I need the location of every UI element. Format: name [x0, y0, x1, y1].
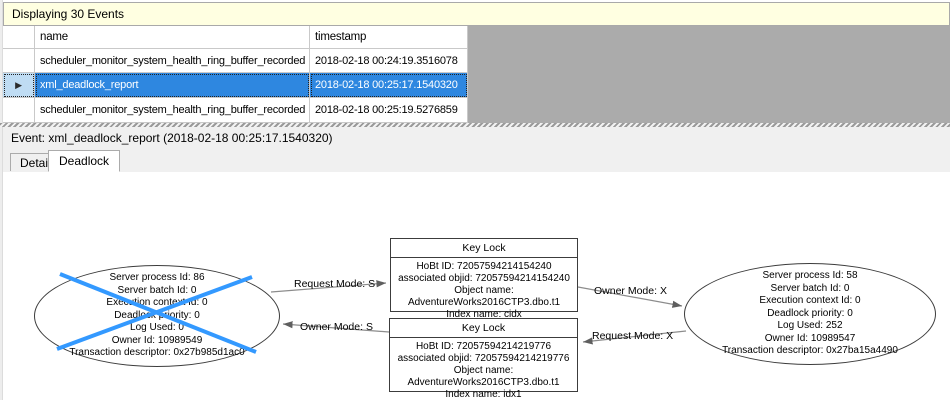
tab-deadlock[interactable]: Deadlock: [48, 150, 121, 172]
displaying-events-banner: Displaying 30 Events: [3, 2, 950, 26]
events-grid: name timestamp scheduler_monitor_system_…: [3, 26, 950, 123]
process-line: Server batch Id: 0: [117, 284, 197, 296]
process-line: Owner Id: 10989547: [764, 332, 856, 344]
edge-label-request-mode-s: Request Mode: S: [294, 278, 376, 290]
resource-line: Index name: cidx: [446, 309, 522, 320]
resource-line: Index name: idx1: [445, 389, 522, 400]
resource-node-keylock-top: Key Lock HoBt ID: 72057594214154240 asso…: [390, 238, 578, 320]
grid-empty-area: [468, 49, 950, 73]
process-line: Transaction descriptor: 0x27ba15a4490: [722, 345, 898, 357]
process-line: Server batch Id: 0: [770, 282, 850, 294]
process-line: Execution context Id: 0: [106, 297, 208, 309]
resource-line: Object name: AdventureWorks2016CTP3.dbo.…: [407, 285, 561, 308]
event-summary-text: Event: xml_deadlock_report (2018-02-18 0…: [11, 130, 333, 145]
edge-label-owner-mode-x: Owner Mode: X: [594, 285, 667, 297]
grid-empty-area: [468, 26, 950, 49]
process-line: Owner Id: 10989549: [111, 334, 203, 346]
process-line: Server process Id: 86: [109, 272, 205, 284]
resource-node-keylock-bottom: Key Lock HoBt ID: 72057594214219776 asso…: [389, 318, 578, 400]
grid-empty-area: [468, 73, 950, 98]
resource-line: associated objid: 72057594214154240: [398, 273, 570, 284]
selected-row-indicator-icon: ▶: [15, 79, 22, 90]
process-line: Log Used: 0: [130, 322, 184, 334]
process-line: Log Used: 252: [777, 320, 843, 332]
edge-label-request-mode-x: Request Mode: X: [592, 330, 674, 342]
process-line: Deadlock priority: 0: [114, 309, 200, 321]
keylock-title: Key Lock: [391, 239, 577, 258]
tab-strip: Details Deadlock: [3, 148, 950, 172]
row-marker[interactable]: [3, 98, 35, 123]
table-cell-timestamp[interactable]: 2018-02-18 00:25:19.5276859: [310, 98, 468, 123]
table-cell-name[interactable]: scheduler_monitor_system_health_ring_buf…: [35, 49, 310, 73]
table-cell-timestamp[interactable]: 2018-02-18 00:24:19.3516078: [310, 49, 468, 73]
grid-empty-area: [468, 98, 950, 123]
resource-line: Object name: AdventureWorks2016CTP3.dbo.…: [407, 365, 560, 388]
keylock-title: Key Lock: [390, 319, 577, 338]
process-line: Deadlock priority: 0: [767, 307, 853, 319]
edge-label-owner-mode-s: Owner Mode: S: [300, 321, 373, 333]
table-cell-name-selected[interactable]: xml_deadlock_report: [35, 73, 310, 98]
resource-line: associated objid: 72057594214219776: [397, 353, 570, 364]
tab-details-label: Details: [20, 155, 57, 170]
table-cell-timestamp-selected[interactable]: 2018-02-18 00:25:17.1540320: [310, 73, 468, 98]
process-line: Server process Id: 58: [762, 270, 858, 282]
event-summary-bar: Event: xml_deadlock_report (2018-02-18 0…: [3, 127, 950, 148]
column-header-timestamp[interactable]: timestamp: [310, 26, 468, 49]
row-marker-selected[interactable]: ▶: [3, 73, 35, 98]
column-header-name[interactable]: name: [35, 26, 310, 49]
process-line: Transaction descriptor: 0x27b985d1ac0: [69, 347, 245, 359]
process-node-victim: Server process Id: 86 Server batch Id: 0…: [34, 265, 280, 367]
left-edge-strip: [0, 0, 3, 400]
displaying-events-text: Displaying 30 Events: [12, 7, 125, 21]
splitter-divider[interactable]: [0, 123, 950, 127]
resource-line: HoBt ID: 72057594214219776: [415, 341, 552, 352]
resource-line: HoBt ID: 72057594214154240: [416, 261, 552, 272]
process-node: Server process Id: 58 Server batch Id: 0…: [684, 263, 936, 365]
grid-corner-cell: [3, 26, 35, 49]
row-marker[interactable]: [3, 49, 35, 73]
table-cell-name[interactable]: scheduler_monitor_system_health_ring_buf…: [35, 98, 310, 123]
tab-deadlock-label: Deadlock: [59, 154, 110, 168]
process-line: Execution context Id: 0: [759, 295, 861, 307]
